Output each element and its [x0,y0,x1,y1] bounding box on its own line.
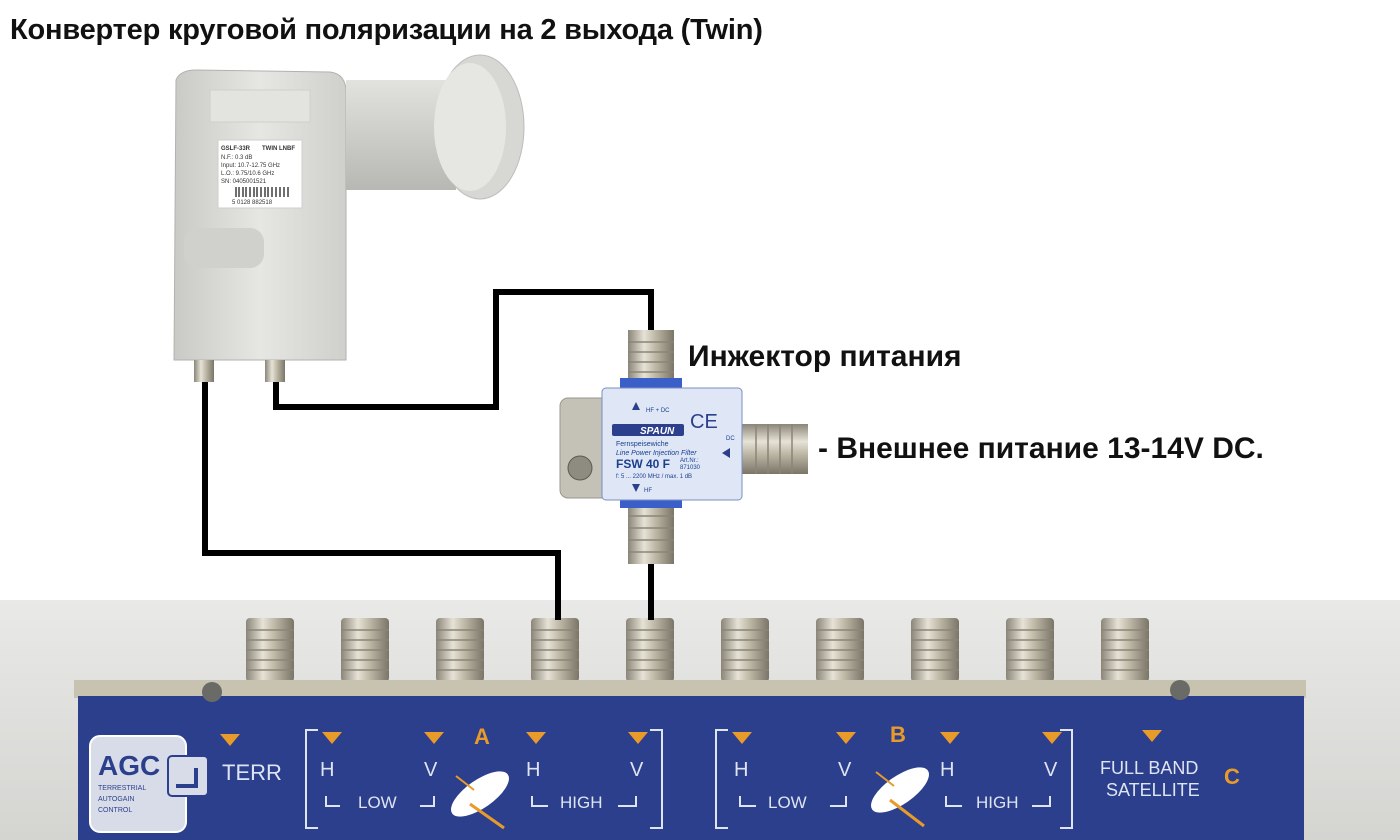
lnb-barcode: 5 0128 882518 [232,200,273,206]
multiswitch-connectors [246,618,1149,682]
injector-port-right-label: DC [726,436,735,442]
injector-brand: SPAUN [640,426,675,437]
lnb-sn: SN: 0405001521 [221,179,267,185]
cable-lnb-to-multiswitch [202,380,561,620]
injector-port-right [742,424,808,474]
external-power-label: - Внешнее питание 13-14V DC. [818,432,1264,465]
a-high-v: V [630,759,644,781]
b-high-label: HIGH [976,793,1019,812]
injector-port-bottom-label: HF [644,488,652,494]
group-b: H V H V B LOW HIGH [715,722,1073,829]
screw-icon [567,455,593,481]
a-low-h: H [320,759,334,781]
b-low-h: H [734,759,748,781]
a-high-label: HIGH [560,793,603,812]
multiswitch: AGC TERRESTRIAL AUTOGAIN CONTROL TERR H [74,680,1306,840]
lnb-output-2 [265,360,285,382]
lnb-lo: L.O.: 9.75/10.6 GHz [221,171,274,177]
injector-name-en: Line Power Injection Filter [616,450,697,457]
group-c-label: C [1224,764,1240,789]
lnb-input: Input: 10.7-12.75 GHz [221,163,280,169]
a-low-v: V [424,759,438,781]
lnb-type: TWIN LNBF [262,146,295,152]
agc-badge: AGC TERRESTRIAL AUTOGAIN CONTROL [89,735,209,833]
b-high-v: V [1044,759,1058,781]
injector-art: Art.Nr.: [680,458,699,464]
agc-title: AGC [98,750,160,781]
injector-label: Инжектор питания [688,340,962,373]
diagram-title: Конвертер круговой поляризации на 2 выхо… [10,14,763,46]
injector-freq: f: 5 ... 2200 MHz / max. 1 dB [616,474,692,480]
coax-cables [202,289,654,620]
b-low-v: V [838,759,852,781]
group-b-label: B [890,722,906,747]
group-a-label: A [474,724,490,749]
b-low-label: LOW [768,793,807,812]
injector-port-bottom [628,500,674,564]
ce-mark-icon: CE [690,411,718,433]
satellite-dish-icon [871,767,929,828]
group-a: H V H V A LOW HIGH [305,724,663,830]
injector-port-top-label: HF + DC [646,408,670,414]
cable-lnb-to-injector [273,289,654,410]
lnb-converter: GSLF-33R TWIN LNBF N.F.: 0.3 dB Input: 1… [173,54,525,382]
injector-model: FSW 40 F [616,457,670,471]
lnb-output-1 [194,360,214,382]
lnb-model: GSLF-33R [221,146,251,152]
satellite-dish-icon [451,771,509,830]
screw-icon [1170,680,1190,700]
lnb-nf: N.F.: 0.3 dB [221,155,252,161]
agc-sub-2: AUTOGAIN [98,796,134,803]
satellite-label: SATELLITE [1106,780,1200,800]
terr-label: TERR [222,760,282,785]
injector-art-no: 871030 [680,465,701,471]
agc-sub-3: CONTROL [98,807,132,814]
a-high-h: H [526,759,540,781]
b-high-h: H [940,759,954,781]
port-markers [220,730,1162,746]
barcode-icon [235,187,289,197]
injector-port-top [628,330,674,382]
injector-name-de: Fernspeisewiche [616,441,669,448]
power-injector: HF + DC SPAUN CE Fernspeisewiche Line Po… [559,330,808,564]
full-band-label: FULL BAND [1100,758,1198,778]
agc-sub-1: TERRESTRIAL [98,785,146,792]
a-low-label: LOW [358,793,397,812]
screw-icon [202,682,222,702]
